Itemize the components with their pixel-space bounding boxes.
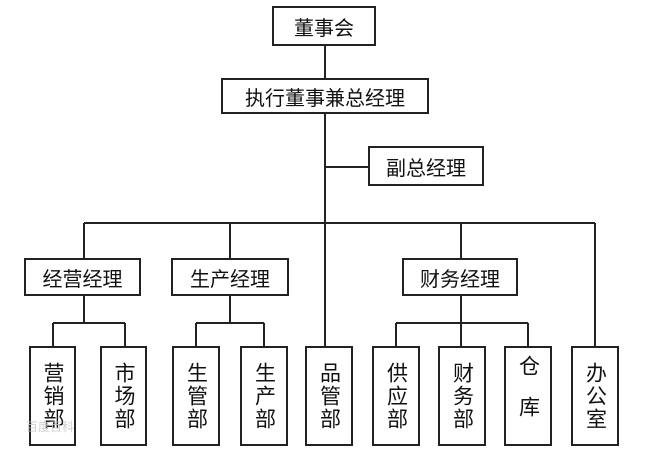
department-label-quality-mgmt: 品管部 — [317, 361, 342, 431]
board-label: 董事会 — [294, 15, 354, 40]
department-box-production-mgmt: 生管部 — [172, 346, 220, 446]
department-label-market: 市场部 — [112, 361, 136, 431]
department-box-office: 办公室 — [571, 346, 619, 446]
executive-director-gm-label: 执行董事兼总经理 — [245, 85, 405, 110]
deputy-gm-box: 副总经理 — [368, 146, 484, 186]
operations-manager-label: 经营经理 — [42, 266, 123, 291]
department-box-quality-mgmt: 品管部 — [305, 346, 353, 446]
board-box: 董事会 — [272, 6, 376, 46]
department-label-sales: 营销部 — [41, 361, 65, 431]
deputy-gm-label: 副总经理 — [386, 155, 466, 180]
department-box-finance: 财务部 — [438, 346, 486, 446]
department-label-office: 办公室 — [583, 361, 608, 431]
department-label-finance: 财务部 — [450, 361, 475, 431]
production-manager-label: 生产经理 — [190, 266, 270, 291]
executive-director-gm-box: 执行董事兼总经理 — [221, 78, 429, 114]
department-box-warehouse: 仓库 — [504, 346, 552, 446]
watermark: 百度百科 — [26, 420, 75, 434]
department-box-supply: 供应部 — [372, 346, 420, 446]
production-manager-box: 生产经理 — [171, 258, 289, 296]
department-label-production-mgmt: 生管部 — [184, 361, 209, 431]
department-box-market: 市场部 — [100, 346, 147, 446]
operations-manager-box: 经营经理 — [24, 258, 141, 296]
department-label-production: 生产部 — [252, 361, 277, 431]
finance-manager-box: 财务经理 — [402, 258, 518, 296]
department-box-sales: 营销部 — [29, 346, 76, 446]
finance-manager-label: 财务经理 — [420, 266, 500, 291]
department-box-production: 生产部 — [240, 346, 288, 446]
department-label-supply: 供应部 — [384, 361, 409, 431]
department-label-warehouse: 仓库 — [516, 355, 541, 437]
